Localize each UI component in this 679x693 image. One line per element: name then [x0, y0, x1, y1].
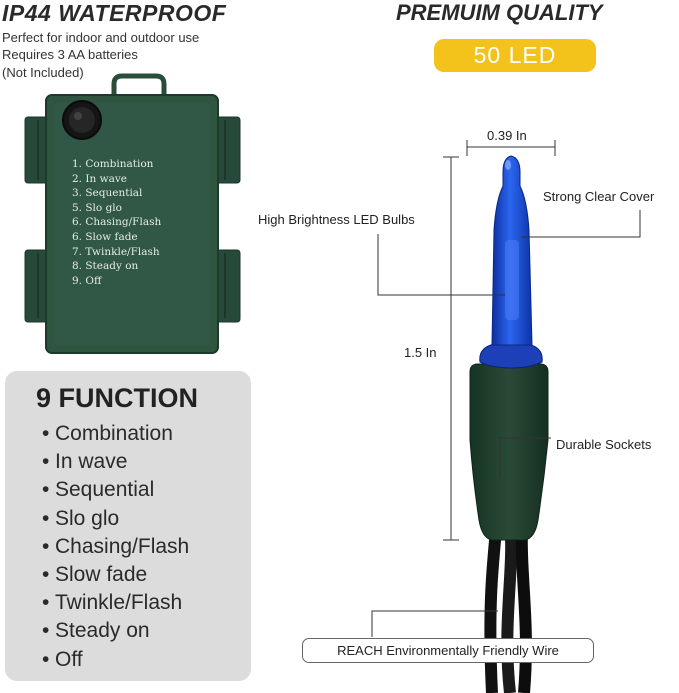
bullet-icon: •: [42, 591, 50, 615]
bullet-icon: •: [42, 647, 50, 671]
bullet-icon: •: [42, 506, 50, 530]
function-item: •Slow fade: [42, 561, 189, 589]
height-label: 1.5 In: [404, 345, 437, 360]
function-title: 9 FUNCTION: [36, 383, 198, 413]
function-item: •Chasing/Flash: [42, 533, 189, 561]
function-item: •Slo glo: [42, 505, 189, 533]
bullet-icon: •: [42, 422, 50, 445]
wire-label-box: [302, 638, 594, 663]
function-list: •Combination •In wave •Sequential •Slo g…: [42, 420, 189, 674]
battery-mode-item: 7. Twinkle/Flash: [72, 245, 160, 258]
bullet-icon: •: [42, 619, 50, 643]
function-item: •Combination: [42, 420, 189, 448]
battery-mode-item: 3. Sequential: [72, 187, 143, 200]
bullet-icon: •: [42, 563, 50, 587]
wire-leader-line: [371, 610, 498, 637]
quality-title: PREMUIM QUALITY: [396, 0, 603, 25]
brightness-leader-line: [377, 234, 505, 296]
function-panel: [5, 371, 251, 681]
function-item: •Twinkle/Flash: [42, 589, 189, 617]
bulb-collar: [479, 343, 543, 369]
height-dimension: [443, 156, 459, 541]
width-label: 0.39 In: [487, 128, 527, 143]
battery-mode-item: 5. Slo glo: [72, 201, 122, 214]
subtitle-line-3: (Not Included): [2, 65, 84, 80]
subtitle-line-2: Requires 3 AA batteries: [2, 47, 138, 62]
bullet-icon: •: [42, 478, 50, 502]
function-item: •Sequential: [42, 476, 189, 504]
sockets-label: Durable Sockets: [556, 437, 652, 452]
sockets-leader-line: [499, 437, 551, 478]
cover-leader-line: [521, 210, 641, 238]
wire-label: REACH Environmentally Friendly Wire: [337, 643, 559, 658]
cover-label: Strong Clear Cover: [543, 189, 655, 204]
function-item: •Off: [42, 646, 189, 674]
led-count-badge: 50 LED: [434, 39, 596, 72]
battery-mode-item: 9. Off: [72, 274, 102, 287]
waterproof-title: IP44 WATERPROOF: [2, 0, 227, 26]
battery-box-illustration: [24, 73, 241, 354]
bullet-icon: •: [42, 534, 50, 558]
battery-mode-item: 1. Combination: [72, 158, 154, 170]
brightness-label: High Brightness LED Bulbs: [258, 212, 415, 227]
bullet-icon: •: [42, 450, 50, 474]
socket-shape: [469, 363, 549, 541]
function-item: •In wave: [42, 448, 189, 476]
function-item: •Steady on: [42, 617, 189, 645]
battery-mode-item: 6. Slow fade: [72, 230, 138, 243]
subtitle-line-1: Perfect for indoor and outdoor use: [2, 30, 200, 45]
width-dimension: [466, 140, 556, 156]
wire-bundle: [484, 519, 532, 693]
battery-mode-item: 8. Steady on: [72, 260, 139, 273]
battery-mode-list: 1. Combination 2. In wave 3. Sequential …: [72, 157, 161, 288]
battery-mode-item: 2. In wave: [72, 172, 127, 185]
battery-mode-item: 6. Chasing/Flash: [72, 216, 162, 229]
